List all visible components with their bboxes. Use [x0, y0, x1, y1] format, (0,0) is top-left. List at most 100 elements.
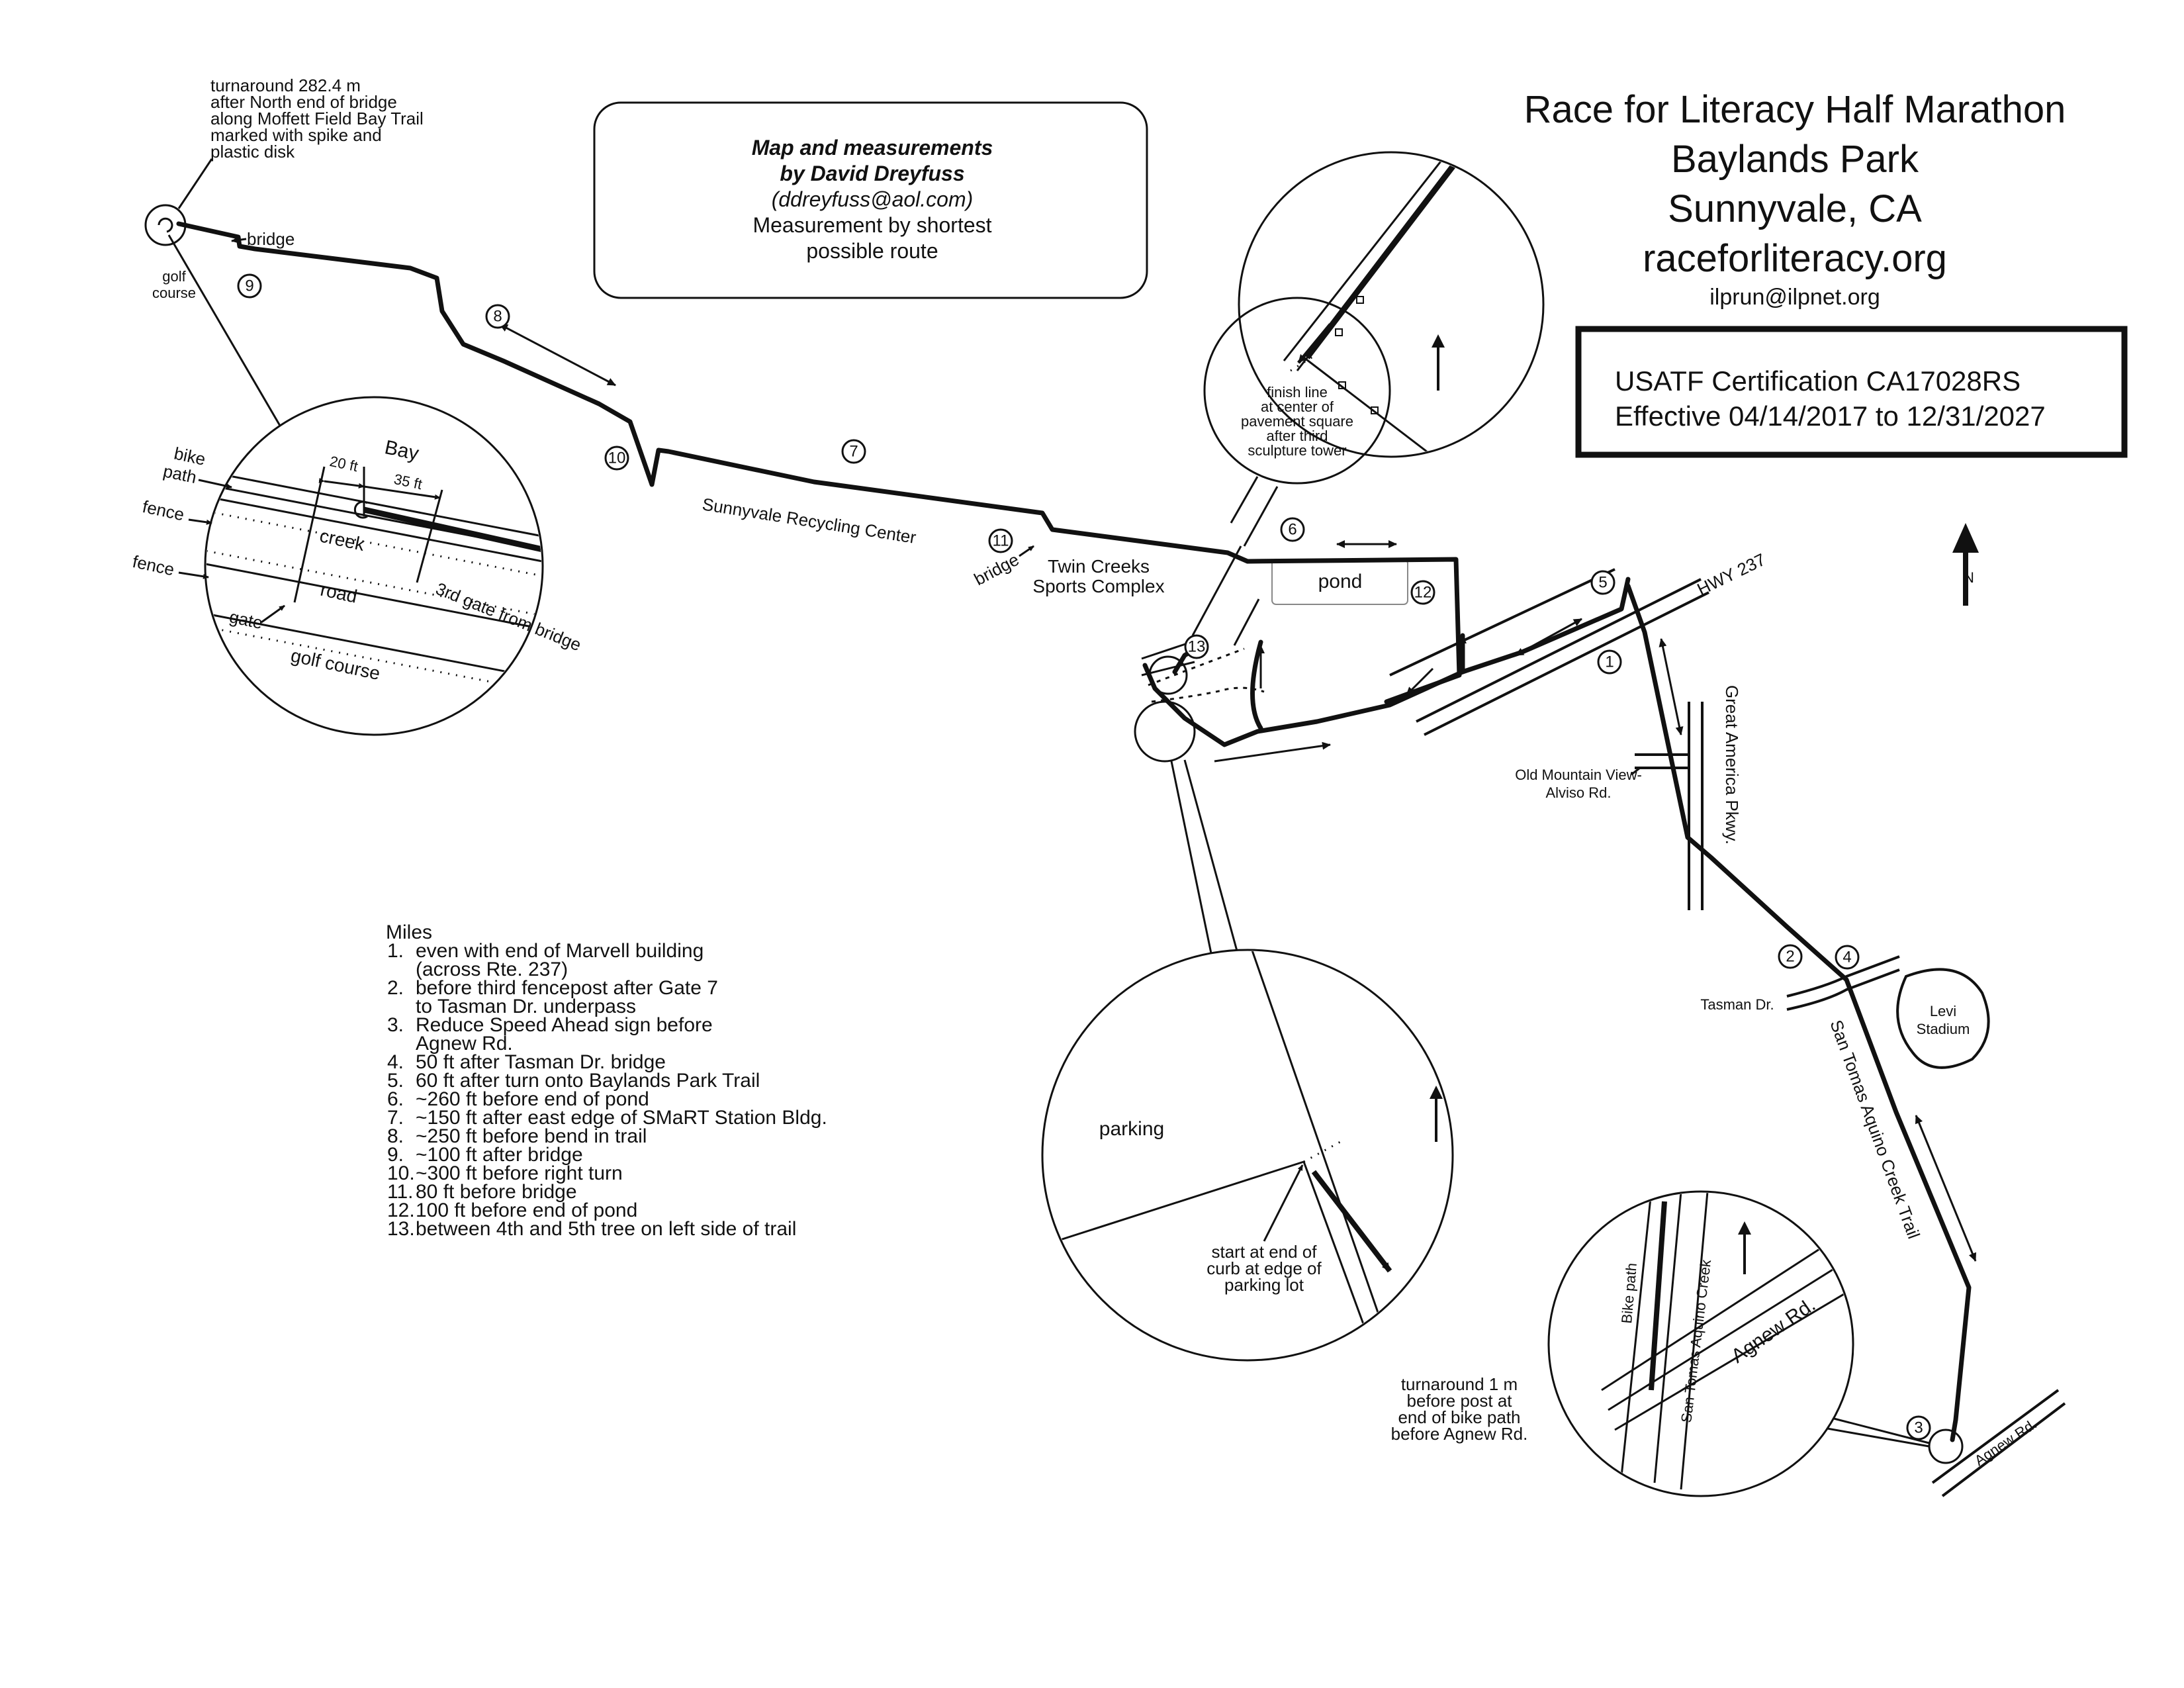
mile-marker-number: 3 [1914, 1419, 1923, 1437]
agnew-turnaround-text: end of bike path [1398, 1407, 1520, 1427]
legend-item-text: (across Rte. 237) [416, 959, 568, 980]
legend-item-number: 5. [387, 1070, 404, 1092]
mile-marker-circle [841, 439, 866, 464]
tasman-label: Tasman Dr. [1700, 996, 1774, 1013]
mile-marker-12: 12 [1410, 580, 1435, 605]
north-arrow-icon [1738, 1221, 1751, 1274]
inset-bay: Bay bike path 20 ft 35 ft fence fence cr… [131, 204, 584, 736]
legend-item-text: even with end of Marvell building [416, 940, 704, 962]
turnaround-north-note: turnaround 282.4 m after North end of br… [177, 75, 424, 209]
legend-item-number: 8. [387, 1125, 404, 1147]
bridge-label-north: bridge [247, 229, 295, 249]
mile-marker-number: 11 [993, 532, 1009, 550]
mile-marker-circle [1778, 944, 1803, 969]
north-arrow-icon [1432, 334, 1445, 391]
mile-marker-number: 12 [1414, 584, 1432, 602]
mile-marker-3: 3 [1906, 1415, 1931, 1440]
hwy-237-label: HWY 237 [1694, 549, 1768, 600]
credits-email: (ddreyfuss@aol.com) [772, 187, 974, 211]
legend-item-text: 80 ft before bridge [416, 1181, 577, 1203]
agnew-turnaround-text: before post at [1407, 1391, 1513, 1411]
mile-marker-number: 10 [608, 449, 626, 467]
mile-marker-circle [1280, 517, 1305, 542]
mile-marker-circle [1597, 649, 1622, 675]
start-line-text: start at end of [1212, 1242, 1318, 1262]
mile-marker-6: 6 [1280, 517, 1305, 542]
legend-item-text: Reduce Speed Ahead sign before [416, 1014, 713, 1036]
old-mountain-view-label: Old Mountain View- [1515, 767, 1642, 783]
mile-marker-circle [1410, 580, 1435, 605]
mile-marker-circle [1906, 1415, 1931, 1440]
legend-item-number: 10. [387, 1162, 415, 1184]
legend-item-text: ~250 ft before bend in trail [416, 1125, 647, 1147]
legend-item-text: ~300 ft before right turn [416, 1162, 623, 1184]
certification-box: USATF Certification CA17028RS Effective … [1575, 326, 2128, 458]
legend-item-number: 7. [387, 1107, 404, 1129]
park-name: Baylands Park [1671, 138, 1919, 181]
legend-item-text: before third fencepost after Gate 7 [416, 977, 718, 999]
legend-item-text: ~150 ft after east edge of SMaRT Station… [416, 1107, 827, 1129]
mile-marker-number: 4 [1843, 949, 1851, 966]
credits-line5: possible route [806, 239, 938, 263]
legend-item-number: 13. [387, 1218, 415, 1240]
mile-marker-number: 2 [1786, 948, 1794, 966]
note-line: after North end of bridge [210, 92, 397, 112]
mile-marker-circle [237, 273, 262, 299]
finish-line-text: sculpture tower [1248, 442, 1346, 459]
legend-item-text: between 4th and 5th tree on left side of… [416, 1218, 796, 1240]
north-label: N [1964, 569, 1974, 586]
north-arrow-icon: N [1952, 523, 1979, 606]
legend-item-number: 11. [387, 1181, 413, 1203]
legend-item-text: 100 ft before end of pond [416, 1199, 637, 1221]
legend-item-number: 9. [387, 1144, 404, 1166]
mile-marker-circle [988, 528, 1013, 553]
mile-marker-9: 9 [237, 273, 262, 299]
golf-course-label-2: course [152, 285, 196, 301]
mile-marker-circle [1184, 634, 1209, 659]
inset-agnew: Bike path San Tomas Aquino Creek Agnew R… [1391, 1190, 1964, 1497]
legend-item-text: ~260 ft before end of pond [416, 1088, 649, 1110]
legend-item-number: 3. [387, 1014, 404, 1036]
mile-marker-circle [604, 445, 629, 471]
legend-item-number: 12. [387, 1199, 415, 1221]
contact-email: ilprun@ilpnet.org [1709, 285, 1880, 310]
fence-label-2: fence [131, 551, 176, 580]
levi-stadium-label: Levi [1930, 1003, 1956, 1019]
note-line: plastic disk [210, 142, 295, 162]
legend-item-number: 4. [387, 1051, 404, 1073]
website: raceforliteracy.org [1643, 237, 1947, 280]
mile-marker-circle [1590, 570, 1615, 595]
legend-item-number: 1. [387, 940, 404, 962]
credits-box: Map and measurements by David Dreyfuss (… [593, 101, 1148, 299]
finish-line-text: at center of [1261, 399, 1334, 415]
legend-item-number: 6. [387, 1088, 404, 1110]
mile-marker-number: 5 [1598, 574, 1607, 592]
mile-marker-5: 5 [1590, 570, 1615, 595]
legend-item-text: 50 ft after Tasman Dr. bridge [416, 1051, 666, 1073]
recycling-center-label: Sunnyvale Recycling Center [701, 494, 918, 547]
mile-marker-number: 6 [1288, 521, 1297, 539]
legend-item-text: 60 ft after turn onto Baylands Park Trai… [416, 1070, 760, 1092]
note-line: along Moffett Field Bay Trail [210, 109, 424, 128]
legend-item-text: Agnew Rd. [416, 1033, 513, 1055]
legend-heading: Miles [386, 921, 432, 943]
note-line: turnaround 282.4 m [210, 75, 361, 95]
start-line-text: parking lot [1224, 1275, 1304, 1295]
mile-marker-circle [1835, 945, 1860, 970]
mile-marker-number: 9 [245, 277, 253, 295]
north-arrow-icon [1430, 1086, 1443, 1142]
city-name: Sunnyvale, CA [1668, 187, 1922, 230]
certification-number: USATF Certification CA17028RS [1615, 365, 2021, 397]
finish-line-text: finish line [1267, 384, 1328, 400]
direction-arrows [499, 323, 1977, 1262]
mile-marker-10: 10 [604, 445, 629, 471]
mile-marker-11: 11 [988, 528, 1013, 553]
agnew-turnaround-text: before Agnew Rd. [1391, 1424, 1528, 1444]
mile-legend: Miles 1. even with end of Marvell buildin… [386, 921, 827, 1240]
credits-line1: Map and measurements [752, 136, 993, 160]
legend-item-text: ~100 ft after bridge [416, 1144, 583, 1166]
legend-item-number: 2. [387, 977, 404, 999]
parking-label: parking [1099, 1118, 1164, 1140]
mile-marker-8: 8 [485, 304, 510, 329]
